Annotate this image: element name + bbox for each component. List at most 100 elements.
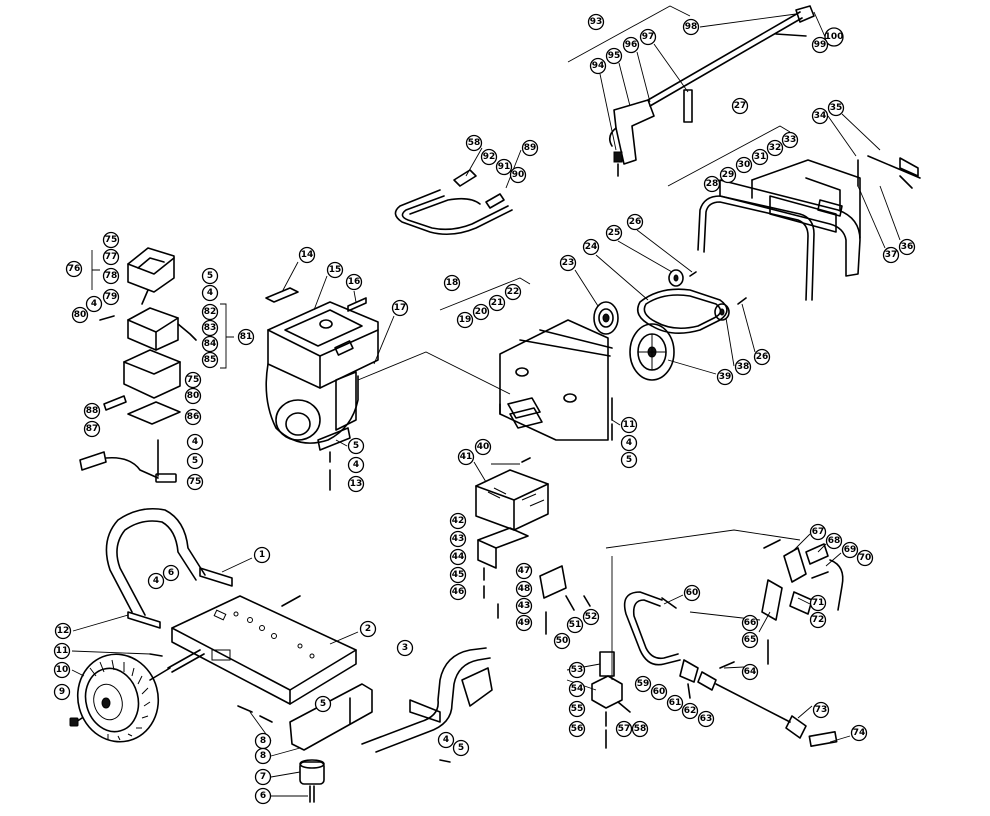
callout-circle bbox=[841, 541, 859, 559]
callout-83: 83 bbox=[201, 319, 219, 337]
callout-number: 81 bbox=[240, 332, 253, 342]
callout-number: 56 bbox=[571, 724, 584, 734]
callout-number: 50 bbox=[556, 636, 569, 646]
callout-4: 4 bbox=[85, 295, 103, 313]
callout-circle bbox=[734, 358, 752, 376]
callout-number: 18 bbox=[446, 278, 459, 288]
callout-circle bbox=[809, 594, 827, 612]
callout-circle bbox=[254, 747, 272, 765]
callout-number: 4 bbox=[207, 288, 213, 298]
callout-number: 75 bbox=[189, 477, 202, 487]
callout-7: 7 bbox=[254, 768, 272, 786]
callout-number: 33 bbox=[784, 135, 797, 145]
callout-93: 93 bbox=[587, 13, 605, 31]
callout-91: 91 bbox=[495, 158, 513, 176]
callout-79: 79 bbox=[102, 288, 120, 306]
callout-circle bbox=[456, 311, 474, 329]
callout-66: 66 bbox=[741, 614, 759, 632]
callout-4: 4 bbox=[186, 433, 204, 451]
callout-number: 66 bbox=[744, 618, 757, 628]
callout-number: 89 bbox=[524, 143, 537, 153]
callout-86: 86 bbox=[184, 408, 202, 426]
callout-number: 11 bbox=[56, 646, 69, 656]
callout-circle bbox=[347, 437, 365, 455]
callout-51: 51 bbox=[566, 616, 584, 634]
callout-64: 64 bbox=[741, 663, 759, 681]
callout-circle bbox=[449, 548, 467, 566]
callout-number: 82 bbox=[204, 307, 217, 317]
callout-number: 74 bbox=[853, 728, 866, 738]
callout-22: 22 bbox=[504, 283, 522, 301]
callout-98: 98 bbox=[682, 18, 700, 36]
callout-24: 24 bbox=[582, 238, 600, 256]
callout-80: 80 bbox=[184, 387, 202, 405]
callout-89: 89 bbox=[521, 139, 539, 157]
callout-33: 33 bbox=[781, 131, 799, 149]
callout-circle bbox=[184, 371, 202, 389]
callout-number: 25 bbox=[608, 228, 621, 238]
callout-number: 75 bbox=[105, 235, 118, 245]
callout-circle bbox=[825, 532, 843, 550]
callout-number: 10 bbox=[56, 665, 69, 675]
callout-75: 75 bbox=[102, 231, 120, 249]
callout-circle bbox=[449, 530, 467, 548]
plumbing-assembly bbox=[591, 539, 844, 749]
callout-number: 44 bbox=[452, 552, 465, 562]
callout-number: 5 bbox=[207, 271, 213, 281]
callout-number: 54 bbox=[571, 684, 584, 694]
pulley-belt-assembly bbox=[593, 269, 730, 381]
callout-circle bbox=[566, 616, 584, 634]
callout-number: 87 bbox=[86, 424, 99, 434]
callout-4: 4 bbox=[201, 284, 219, 302]
callout-88: 88 bbox=[83, 402, 101, 420]
callout-circle bbox=[201, 319, 219, 337]
callout-number: 63 bbox=[700, 714, 713, 724]
callout-9: 9 bbox=[53, 683, 71, 701]
callout-circle bbox=[298, 246, 316, 264]
callout-number: 43 bbox=[452, 534, 465, 544]
callout-number: 96 bbox=[625, 40, 638, 50]
callout-number: 71 bbox=[812, 598, 825, 608]
callout-circle bbox=[582, 238, 600, 256]
callout-circle bbox=[735, 156, 753, 174]
callout-number: 97 bbox=[642, 32, 655, 42]
callout-circle bbox=[681, 702, 699, 720]
callout-circle bbox=[472, 303, 490, 321]
callout-number: 62 bbox=[684, 706, 697, 716]
callout-3: 3 bbox=[396, 639, 414, 657]
callout-28: 28 bbox=[703, 175, 721, 193]
callout-circle bbox=[237, 328, 255, 346]
callout-circle bbox=[314, 695, 332, 713]
callout-circle bbox=[587, 13, 605, 31]
callout-12: 12 bbox=[54, 622, 72, 640]
callout-circle bbox=[359, 620, 377, 638]
callout-circle bbox=[515, 597, 533, 615]
callout-circle bbox=[568, 700, 586, 718]
callout-circle bbox=[568, 661, 586, 679]
callout-48: 48 bbox=[515, 580, 533, 598]
callout-circle bbox=[254, 787, 272, 805]
callout-58: 58 bbox=[631, 720, 649, 738]
callout-circle bbox=[631, 720, 649, 738]
callout-number: 72 bbox=[812, 615, 825, 625]
callout-circle bbox=[452, 739, 470, 757]
callout-circle bbox=[753, 348, 771, 366]
callout-circle bbox=[201, 335, 219, 353]
callout-20: 20 bbox=[472, 303, 490, 321]
callout-circle bbox=[347, 456, 365, 474]
callout-number: 16 bbox=[348, 277, 361, 287]
callout-number: 78 bbox=[105, 271, 118, 281]
callout-circle bbox=[515, 562, 533, 580]
callout-16: 16 bbox=[345, 273, 363, 291]
callout-circle bbox=[620, 451, 638, 469]
callout-4: 4 bbox=[620, 434, 638, 452]
callout-circle bbox=[719, 166, 737, 184]
callout-43: 43 bbox=[515, 597, 533, 615]
callout-72: 72 bbox=[809, 611, 827, 629]
leader-lines bbox=[71, 5, 901, 797]
callout-45: 45 bbox=[449, 566, 467, 584]
callout-5: 5 bbox=[620, 451, 638, 469]
callout-number: 64 bbox=[744, 667, 757, 677]
callout-number: 24 bbox=[585, 242, 598, 252]
callout-5: 5 bbox=[201, 267, 219, 285]
